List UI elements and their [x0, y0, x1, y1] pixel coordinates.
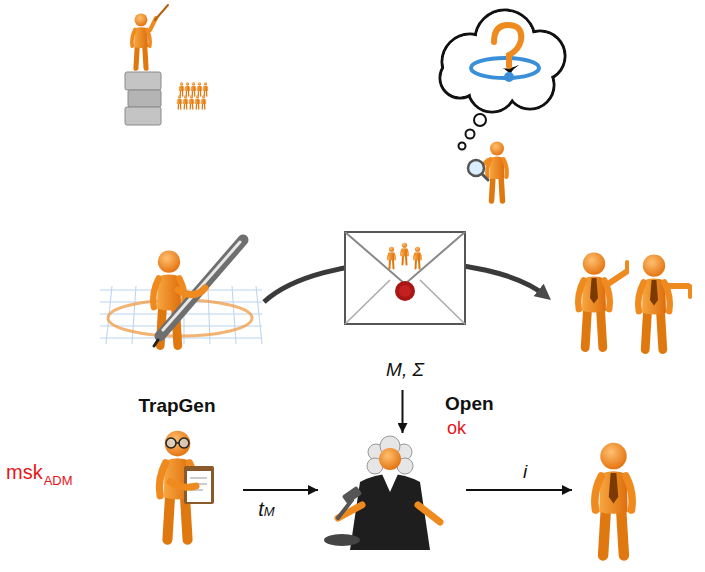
drawing-part: [668, 283, 688, 289]
drawing-part: [203, 82, 208, 96]
message-envelope: M, Σ: [345, 232, 465, 387]
drawing-part: [128, 90, 161, 107]
signer-figure: [100, 240, 262, 346]
drawing-part: [183, 95, 188, 109]
drawing-part: [459, 143, 466, 150]
drawing-part: [494, 25, 521, 66]
drawing-part: [504, 72, 514, 82]
drawing-part: [197, 82, 202, 96]
drawing-part: [418, 505, 440, 522]
drawing-part: [379, 448, 401, 470]
drawing-part: [342, 486, 362, 505]
admin-figure: [159, 431, 214, 540]
judge-figure: [324, 436, 440, 550]
drawing-part: [170, 482, 196, 487]
trapdoor-generator: TrapGen: [120, 420, 240, 545]
member-figure: [595, 443, 632, 556]
drawing-part: [324, 534, 360, 546]
drawing-part: [395, 281, 415, 301]
drawing-part: [625, 262, 629, 272]
drawing-part: [179, 82, 184, 96]
drawing-part: [185, 82, 190, 96]
drawing-part: [399, 285, 411, 297]
drawing-part: [442, 12, 564, 111]
thought-cloud: [440, 10, 565, 150]
drawing-part: [177, 95, 182, 109]
drawing-part: [155, 5, 168, 20]
drawing-part: [159, 431, 195, 540]
flow-arrow: [402, 390, 404, 433]
drawing-part: [191, 82, 196, 96]
key-subscript: ADM: [44, 473, 73, 489]
drawing-part: [163, 242, 240, 330]
detective-figure: [468, 142, 507, 202]
drawing-part: [638, 254, 670, 349]
drawing-part: [482, 174, 488, 180]
drawing-part: [345, 280, 465, 324]
drawing-part: [195, 95, 200, 109]
trapdoor-label: tM: [258, 497, 274, 521]
drawing-part: [179, 438, 189, 448]
drawing-part: [125, 72, 161, 90]
leader-figure: [125, 5, 168, 125]
drawing-part: [345, 232, 465, 284]
drawing-part: [595, 443, 632, 556]
drawing-part: [132, 13, 150, 68]
key-name: msk: [6, 460, 43, 484]
drawing-part: [401, 243, 408, 265]
drawing-part: [178, 288, 205, 295]
drawing-part: [388, 247, 395, 269]
output-arrow: [466, 489, 572, 491]
node-heading: Open: [445, 393, 494, 416]
drawing-part: [688, 286, 692, 297]
drawing-part: [474, 114, 486, 126]
drawing-part: [578, 252, 610, 347]
drawing-part: [189, 95, 194, 109]
drawing-part: [487, 142, 507, 202]
identity-label: i: [523, 461, 527, 484]
drawing-part: [176, 442, 179, 444]
drawing-part: [414, 247, 421, 269]
drawing-part: [201, 95, 206, 109]
drawing-part: [440, 10, 565, 112]
flow-arrow: [243, 489, 318, 491]
verifier-figures: [578, 252, 690, 349]
drawing-part: [154, 340, 158, 346]
crowd-figures: [177, 82, 208, 109]
opening-judge: Openok: [320, 435, 460, 550]
drawing-part: [608, 272, 626, 284]
drawing-part: [338, 500, 352, 518]
drawing-part: [125, 107, 161, 125]
envelope-picture: [345, 232, 465, 324]
drawing-part: [466, 130, 475, 139]
drawing-part: [382, 474, 398, 492]
drawing-part: [160, 240, 243, 336]
node-heading: TrapGen: [138, 395, 215, 418]
drawing-part: [350, 474, 430, 550]
node-heading: M, Σ: [386, 359, 424, 382]
node-status: ok: [447, 418, 466, 440]
drawing-part: [345, 232, 465, 324]
drawing-part: [166, 438, 176, 448]
